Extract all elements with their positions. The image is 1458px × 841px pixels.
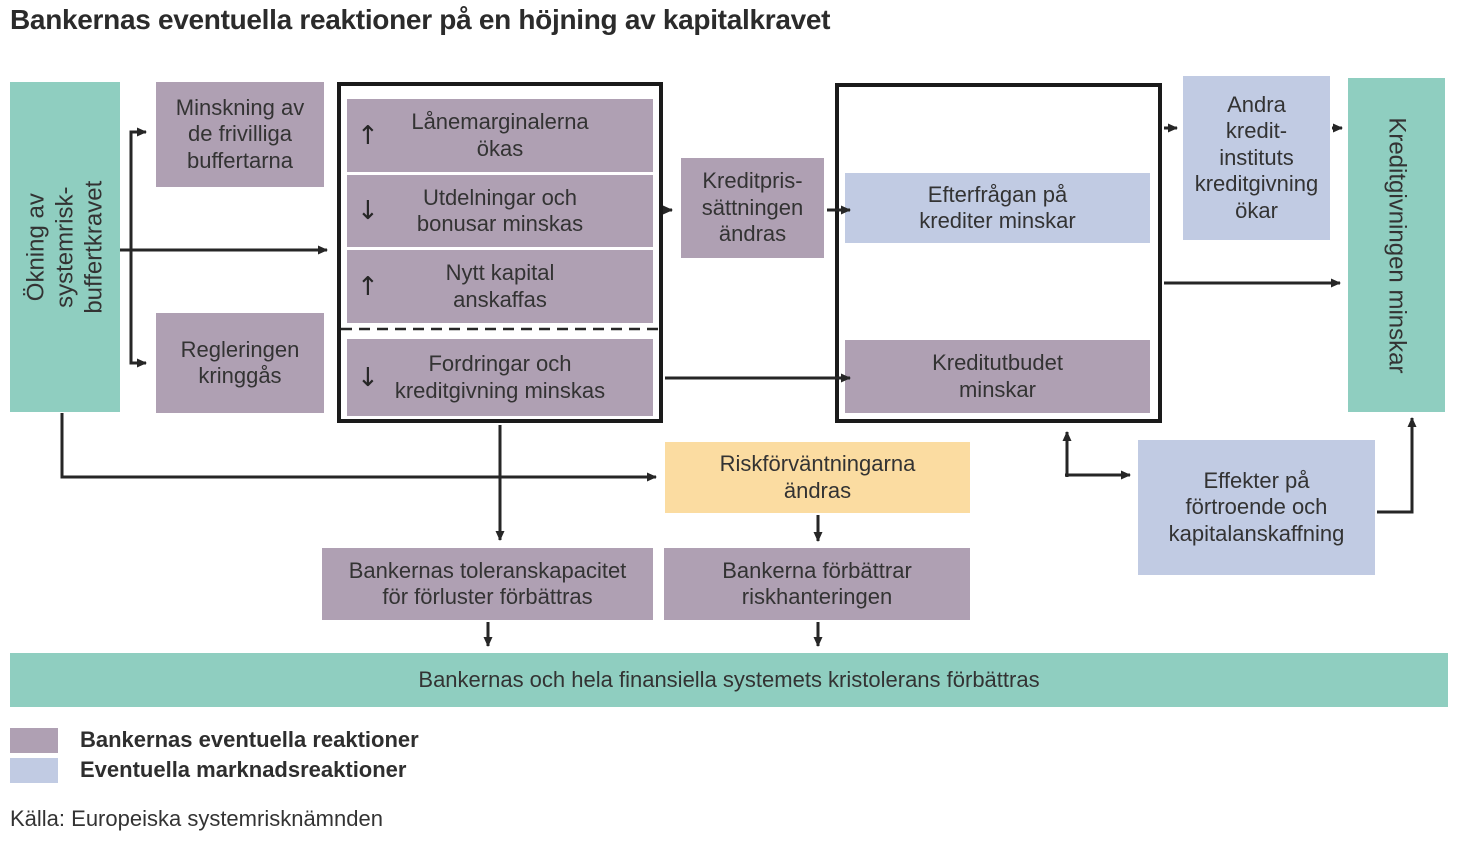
node-kristolerans-label: Bankernas och hela finansiella systemets… bbox=[418, 666, 1040, 692]
node-fordringar-label: Fordringar och kreditgivning minskas bbox=[394, 351, 606, 403]
node-nytt-kapital-label: Nytt kapital anskaffas bbox=[445, 260, 555, 312]
node-minskning-buffertar: Minskning av de frivilliga buffertarna bbox=[156, 82, 324, 187]
decrease-arrow-icon: ↓ bbox=[357, 362, 379, 393]
node-effekter-label: Effekter på förtroende och kapitalanskaf… bbox=[1168, 467, 1345, 546]
node-utdelningar-label: Utdelningar och bonusar minskas bbox=[416, 184, 584, 236]
legend-swatch-bank-reactions bbox=[10, 727, 58, 753]
source-note: Källa: Europeiska systemrisknämnden bbox=[10, 806, 383, 831]
legend-swatch-market-reactions bbox=[10, 757, 58, 783]
node-utdelningar: ↓ Utdelningar och bonusar minskas bbox=[347, 175, 653, 247]
node-riskforvantningarna-label: Riskförväntningarna ändras bbox=[719, 451, 916, 503]
node-lanemarginalerna: ↑ Lånemarginalerna ökas bbox=[347, 99, 653, 172]
node-andra-kreditinstitut: Andra kredit- instituts kreditgivning ök… bbox=[1183, 76, 1330, 240]
node-kreditutbudet-label: Kreditutbudet minskar bbox=[932, 350, 1063, 402]
node-efterfragan-label: Efterfrågan på krediter minskar bbox=[919, 181, 1076, 233]
node-effekter-fortroende: Effekter på förtroende och kapitalanskaf… bbox=[1138, 440, 1375, 575]
node-kreditgivningen-minskar: Kreditgivningen minskar bbox=[1348, 78, 1445, 412]
decrease-arrow-icon: ↓ bbox=[357, 196, 379, 226]
node-bankerna-forbattrar-label: Bankerna förbättrar riskhanteringen bbox=[722, 557, 912, 609]
node-kreditpris-label: Kreditpris- sättningen ändras bbox=[701, 168, 804, 247]
node-okning-label: Ökning av systemrisk- buffertkravet bbox=[21, 180, 107, 314]
node-regleringen-label: Regleringen kringgås bbox=[180, 336, 300, 388]
node-toleranskapacitet-label: Bankernas toleranskapacitet för förluste… bbox=[348, 557, 627, 609]
legend-label-bank-reactions: Bankernas eventuella reaktioner bbox=[80, 727, 419, 752]
node-lanemarginalerna-label: Lånemarginalerna ökas bbox=[411, 109, 589, 161]
node-andra-label: Andra kredit- instituts kreditgivning ök… bbox=[1194, 92, 1319, 223]
node-riskforvantningarna: Riskförväntningarna ändras bbox=[665, 442, 970, 513]
node-minskning-label: Minskning av de frivilliga buffertarna bbox=[175, 94, 305, 173]
node-kreditprissattningen: Kreditpris- sättningen ändras bbox=[681, 158, 824, 258]
increase-arrow-icon: ↑ bbox=[357, 120, 379, 151]
node-okning-systemriskbuffertkravet: Ökning av systemrisk- buffertkravet bbox=[10, 82, 120, 412]
node-kreditutbudet: Kreditutbudet minskar bbox=[845, 340, 1150, 413]
node-fordringar: ↓ Fordringar och kreditgivning minskas bbox=[347, 339, 653, 416]
legend-label-market-reactions: Eventuella marknadsreaktioner bbox=[80, 757, 407, 782]
market-reactions-frame bbox=[835, 83, 1162, 423]
node-nytt-kapital: ↑ Nytt kapital anskaffas bbox=[347, 250, 653, 323]
node-regleringen-kringgas: Regleringen kringgås bbox=[156, 313, 324, 413]
legend-item-bank-reactions: Bankernas eventuella reaktioner bbox=[10, 727, 419, 753]
legend-item-market-reactions: Eventuella marknadsreaktioner bbox=[10, 757, 406, 783]
node-bankerna-forbattrar: Bankerna förbättrar riskhanteringen bbox=[664, 548, 970, 620]
increase-arrow-icon: ↑ bbox=[357, 271, 379, 302]
diagram-title: Bankernas eventuella reaktioner på en hö… bbox=[10, 4, 831, 35]
node-toleranskapacitet: Bankernas toleranskapacitet för förluste… bbox=[322, 548, 653, 620]
node-kristolerans-bar: Bankernas och hela finansiella systemets… bbox=[10, 653, 1448, 707]
node-efterfragan: Efterfrågan på krediter minskar bbox=[845, 173, 1150, 243]
node-kreditgivningen-label: Kreditgivningen minskar bbox=[1383, 116, 1411, 374]
